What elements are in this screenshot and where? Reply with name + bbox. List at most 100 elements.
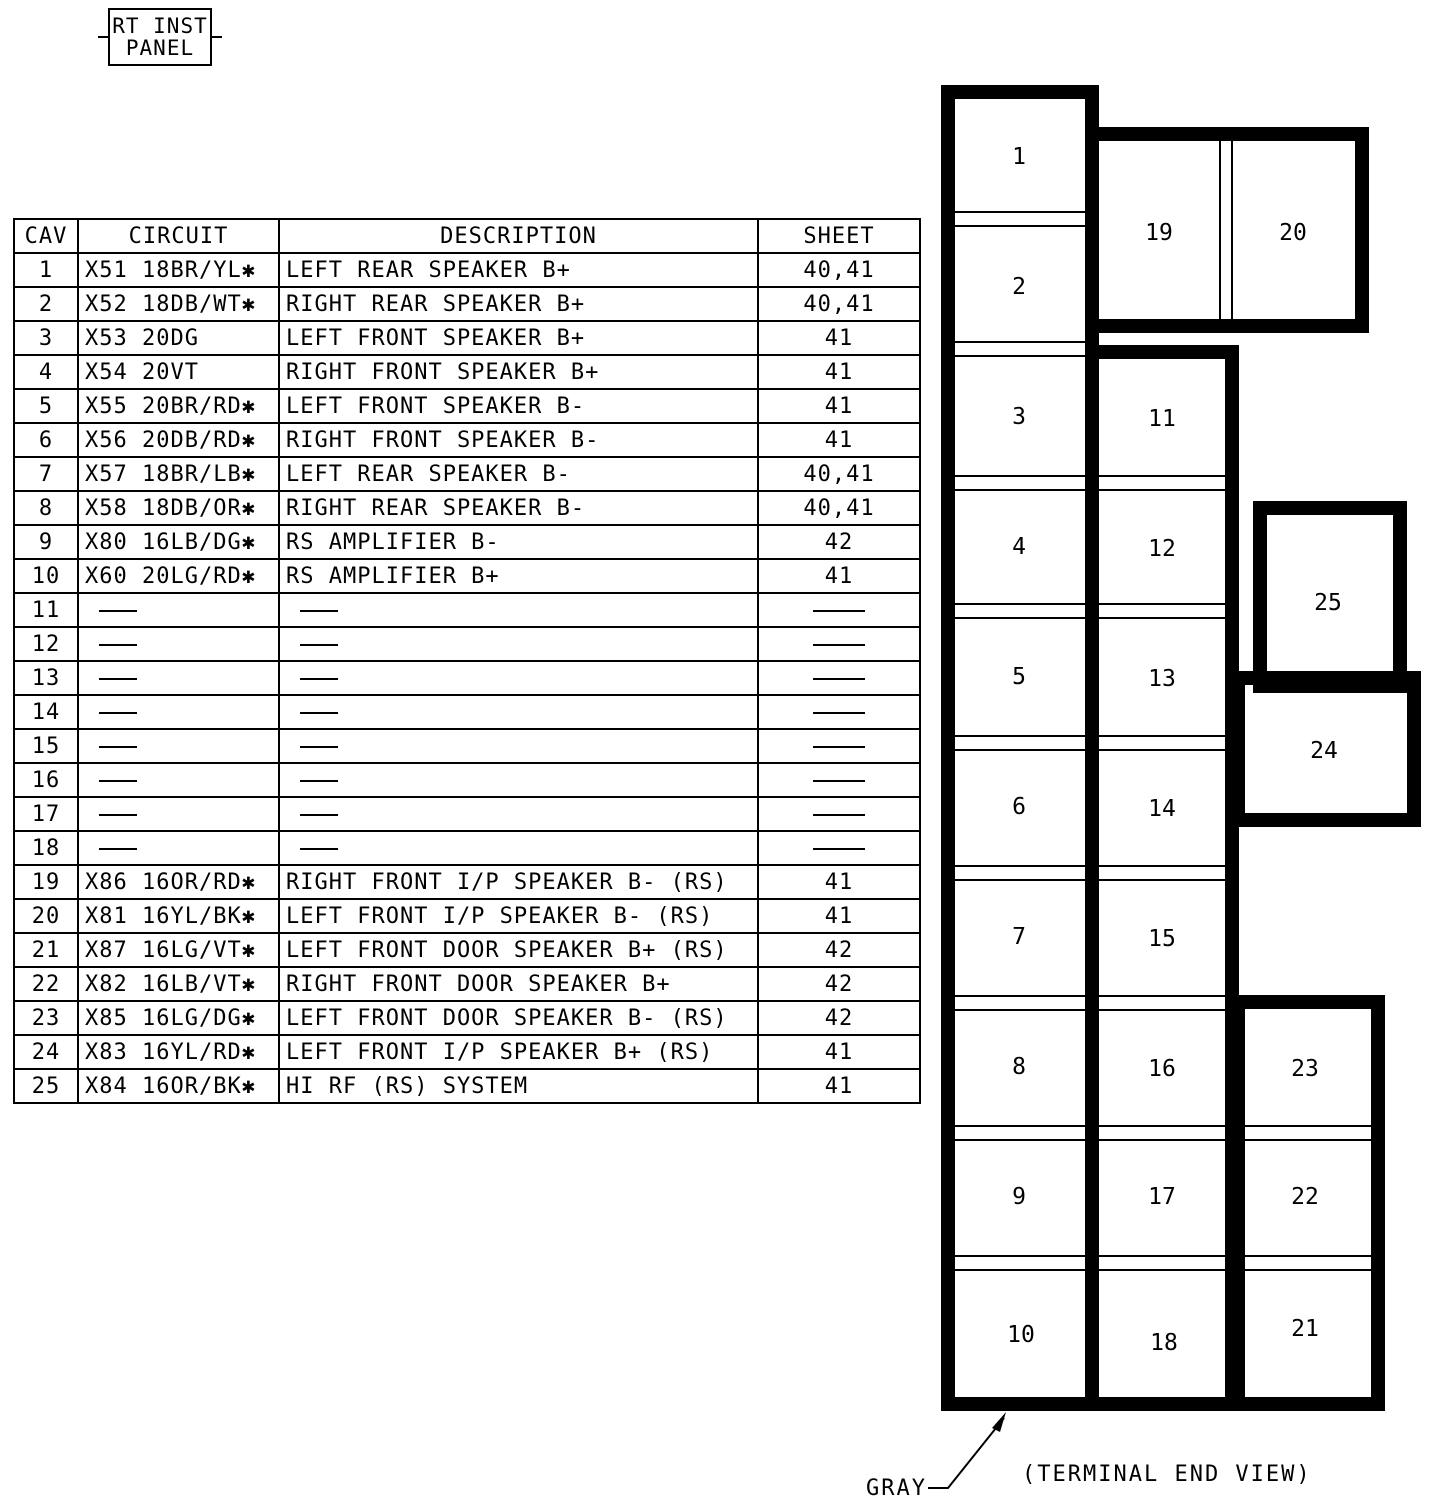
cell-circuit: X84 16OR/BK✱ [77, 1068, 280, 1104]
cell-description: RS AMPLIFIER B- [278, 524, 759, 560]
cavity-13-label: 13 [1148, 666, 1176, 692]
cavity-5-label: 5 [1012, 664, 1026, 690]
cell-cav: 9 [13, 524, 79, 560]
cell-cav: 15 [13, 728, 79, 764]
table-header-row: CAV CIRCUIT DESCRIPTION SHEET [13, 218, 921, 254]
cavity-7-label: 7 [1012, 924, 1026, 950]
table-row: 14 [13, 694, 921, 730]
cell-cav: 3 [13, 320, 79, 356]
cavity-8-label: 8 [1012, 1054, 1026, 1080]
cell-sheet [757, 660, 921, 696]
cell-cav: 19 [13, 864, 79, 900]
cell-sheet: 42 [757, 1000, 921, 1036]
empty-dash [300, 813, 338, 816]
empty-dash [99, 711, 137, 714]
cell-description: LEFT FRONT I/P SPEAKER B- (RS) [278, 898, 759, 934]
cell-circuit: X52 18DB/WT✱ [77, 286, 280, 322]
table-row: 12 [13, 626, 921, 662]
terminal-end-view-label: (TERMINAL END VIEW) [1022, 1462, 1312, 1487]
cell-cav: 5 [13, 388, 79, 424]
cavity-24-label: 24 [1310, 738, 1338, 764]
cell-description [278, 694, 759, 730]
empty-dash [300, 711, 338, 714]
cell-cav: 7 [13, 456, 79, 492]
empty-dash [300, 779, 338, 782]
label-tick-left [98, 36, 108, 38]
cavity-18-label: 18 [1150, 1330, 1178, 1356]
cell-sheet [757, 728, 921, 764]
cavity-17-label: 17 [1148, 1184, 1176, 1210]
cell-description: RIGHT FRONT SPEAKER B- [278, 422, 759, 458]
cell-sheet: 41 [757, 1068, 921, 1104]
table-row: 17 [13, 796, 921, 832]
cell-sheet: 42 [757, 524, 921, 560]
table-row: 11 [13, 592, 921, 628]
cell-description: LEFT FRONT DOOR SPEAKER B+ (RS) [278, 932, 759, 968]
cell-circuit [77, 626, 280, 662]
cell-description: RIGHT FRONT SPEAKER B+ [278, 354, 759, 390]
housing-25 [1253, 501, 1407, 693]
empty-dash [99, 813, 137, 816]
cell-sheet: 41 [757, 422, 921, 458]
connector-name-line2: PANEL [125, 36, 195, 60]
header-cav: CAV [13, 218, 79, 254]
cell-circuit: X55 20BR/RD✱ [77, 388, 280, 424]
cell-sheet: 42 [757, 932, 921, 968]
housing-24 [1231, 671, 1421, 827]
cell-cav: 12 [13, 626, 79, 662]
cell-description: LEFT FRONT I/P SPEAKER B+ (RS) [278, 1034, 759, 1070]
cell-sheet: 41 [757, 388, 921, 424]
gray-pointer-arrowhead [992, 1412, 1006, 1432]
empty-dash [99, 745, 137, 748]
empty-dash [300, 609, 338, 612]
cell-circuit [77, 728, 280, 764]
cell-circuit: X53 20DG [77, 320, 280, 356]
empty-dash [300, 677, 338, 680]
gray-pointer-line [928, 1417, 1005, 1489]
empty-dash [99, 643, 137, 646]
cavity-25-label: 25 [1314, 590, 1342, 616]
empty-dash [813, 847, 865, 850]
cell-circuit: X60 20LG/RD✱ [77, 558, 280, 594]
cell-circuit: X57 18BR/LB✱ [77, 456, 280, 492]
table-row: 18 [13, 830, 921, 866]
cell-circuit [77, 660, 280, 696]
cavity-4-label: 4 [1012, 534, 1026, 560]
connector-name-line1: RT INST [112, 14, 208, 38]
cell-description [278, 626, 759, 662]
table-row: 13 [13, 660, 921, 696]
cell-circuit [77, 796, 280, 832]
cell-sheet [757, 592, 921, 628]
cell-cav: 11 [13, 592, 79, 628]
cell-description [278, 660, 759, 696]
header-circuit: CIRCUIT [77, 218, 280, 254]
cell-description [278, 592, 759, 628]
cavity-23-label: 23 [1291, 1056, 1319, 1082]
cavity-11-label: 11 [1148, 406, 1176, 432]
cell-circuit: X56 20DB/RD✱ [77, 422, 280, 458]
cell-sheet [757, 796, 921, 832]
table-row: 15 [13, 728, 921, 764]
cell-description: LEFT REAR SPEAKER B- [278, 456, 759, 492]
cell-circuit: X58 18DB/OR✱ [77, 490, 280, 526]
housing-middle [1085, 345, 1239, 1411]
empty-dash [813, 677, 865, 680]
housing-lower-right [1231, 995, 1385, 1411]
cell-circuit: X82 16LB/VT✱ [77, 966, 280, 1002]
